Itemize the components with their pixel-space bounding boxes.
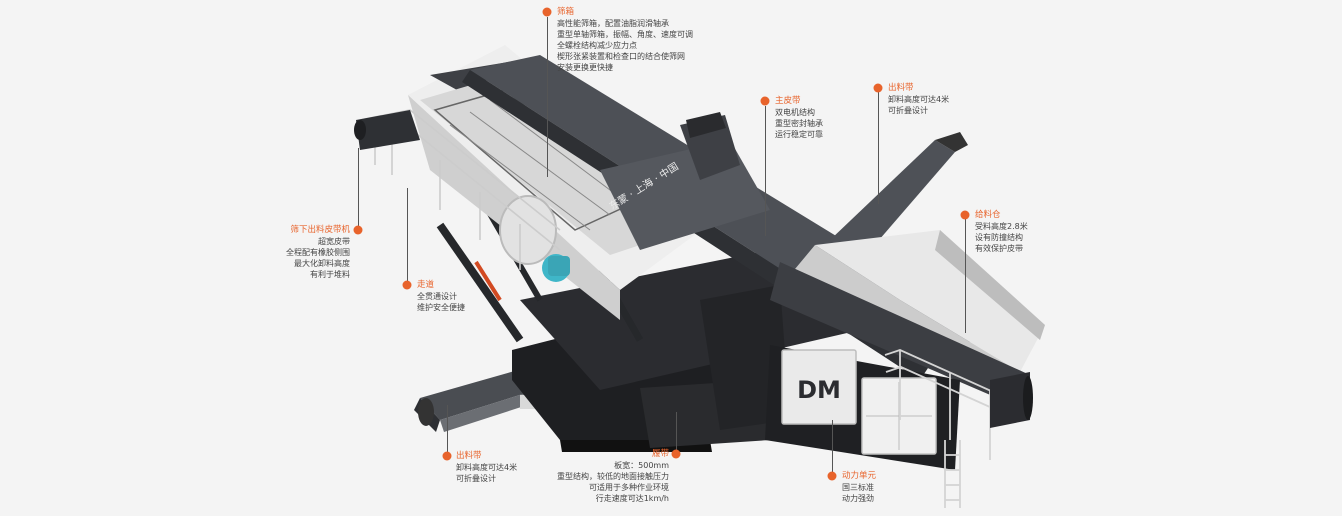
leader-discharge-left: [447, 405, 448, 457]
callout-under-screen-belt: 筛下出料皮带机 超宽皮带 全程配有橡胶侧围 最大化卸料高度 有利于堆料: [286, 224, 350, 280]
leader-screen-box: [547, 17, 548, 177]
callout-line: 楔形张紧装置和检查口的结合使筛网: [557, 52, 685, 61]
callout-dot-track: [671, 449, 681, 459]
leader-track: [676, 412, 677, 454]
callout-title: 走道: [417, 280, 435, 290]
callout-track: 履带 板宽：500mm 重型结构，较低的地面接触压力 可适用于多种作业环境 行走…: [557, 448, 669, 504]
callout-line: 运行稳定可靠: [775, 130, 823, 139]
leader-walkway: [407, 188, 408, 285]
callout-dot-under-screen-belt: [353, 225, 363, 235]
callout-line: 安装更换更快捷: [557, 63, 613, 72]
callout-title: 筛下出料皮带机: [290, 225, 350, 235]
callout-line: 行走速度可达1km/h: [595, 494, 669, 503]
callout-dot-hopper: [960, 210, 970, 220]
callout-line: 高性能筛箱，配置油脂润滑轴承: [557, 19, 669, 28]
callout-line: 双电机结构: [775, 108, 815, 117]
callout-line: 有效保护皮带: [975, 244, 1023, 253]
callout-line: 卸料高度可达4米: [456, 463, 518, 472]
callout-walkway: 走道 全贯通设计 维护安全便捷: [417, 279, 465, 313]
callout-screen-box: 筛箱 高性能筛箱，配置油脂润滑轴承 重型单轴筛箱，振幅、角度、速度可调 全螺栓结…: [557, 6, 693, 73]
callout-dot-discharge-right: [873, 83, 883, 93]
callout-dot-main-belt: [760, 96, 770, 106]
right-discharge-conveyor: [680, 112, 968, 262]
callout-line: 超宽皮带: [318, 237, 350, 246]
callout-line: 重型单轴筛箱，振幅、角度、速度可调: [557, 30, 693, 39]
leader-under-screen-belt: [358, 148, 359, 230]
callout-main-belt: 主皮带 双电机结构 重型密封轴承 运行稳定可靠: [775, 95, 823, 140]
callout-dot-discharge-left: [442, 451, 452, 461]
callout-line: 可适用于多种作业环境: [589, 483, 669, 492]
callout-power-unit: 动力单元 国三标准 动力强劲: [842, 470, 876, 504]
callout-line: 最大化卸料高度: [294, 259, 350, 268]
callout-discharge-belt-left: 出料带 卸料高度可达4米 可折叠设计: [456, 450, 517, 484]
hopper-feed-belt-end: [990, 372, 1033, 428]
callout-line: 全程配有橡胶侧围: [286, 248, 350, 257]
callout-title: 出料带: [888, 83, 914, 93]
leader-discharge-right: [878, 92, 879, 204]
callout-title: 出料带: [456, 451, 482, 461]
callout-line: 可折叠设计: [456, 474, 496, 483]
callout-line: 维护安全便捷: [417, 303, 465, 312]
callout-dot-walkway: [402, 280, 412, 290]
callout-line: 板宽：500mm: [614, 461, 669, 470]
power-unit: DM: [765, 345, 960, 470]
brand-letters: DM: [797, 376, 841, 404]
callout-discharge-belt-right: 出料带 卸料高度可达4米 可折叠设计: [888, 82, 949, 116]
callout-title: 主皮带: [775, 96, 801, 106]
callout-line: 动力强劲: [842, 494, 874, 503]
callout-line: 有利于堆料: [310, 270, 350, 279]
callout-title: 给料仓: [975, 210, 1001, 220]
callout-line: 受料高度2.8米: [975, 222, 1028, 231]
under-screen-conveyor: [354, 110, 420, 150]
callout-line: 可折叠设计: [888, 106, 928, 115]
hopper: [770, 230, 1045, 410]
callout-line: 重型密封轴承: [775, 119, 823, 128]
leader-main-belt: [765, 106, 766, 236]
callout-hopper: 给料仓 受料高度2.8米 设有防撞结构 有效保护皮带: [975, 209, 1028, 254]
callout-title: 筛箱: [557, 7, 575, 17]
leader-power-unit: [832, 420, 833, 476]
callout-line: 全螺栓结构减少应力点: [557, 41, 637, 50]
callout-line: 国三标准: [842, 483, 874, 492]
callout-title: 动力单元: [842, 471, 877, 481]
leader-hopper: [965, 218, 966, 333]
callout-line: 卸料高度可达4米: [888, 95, 950, 104]
callout-line: 全贯通设计: [417, 292, 457, 301]
callout-line: 设有防撞结构: [975, 233, 1023, 242]
callout-dot-power-unit: [827, 471, 837, 481]
callout-line: 重型结构，较低的地面接触压力: [557, 472, 669, 481]
callout-title: 履带: [651, 449, 669, 459]
callout-dot-screen-box: [542, 7, 552, 17]
